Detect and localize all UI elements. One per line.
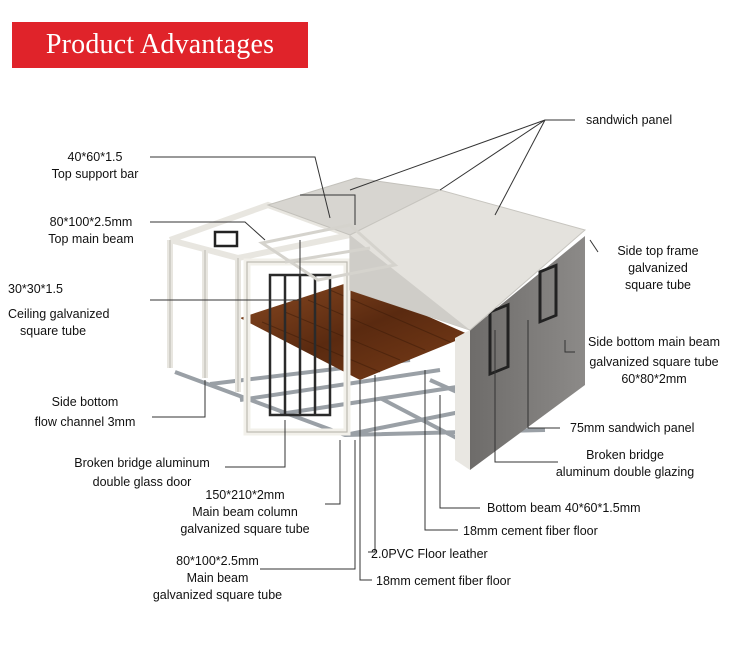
label-side-top-frame: Side top frame galvanized square tube: [617, 244, 699, 292]
label-sandwich-panel: sandwich panel: [586, 113, 673, 127]
label-top-support-bar: 40*60*1.5 Top support bar: [51, 150, 139, 181]
label-top-main-beam: 80*100*2.5mm Top main beam: [48, 215, 134, 246]
label-broken-bridge-glazing: Broken bridge aluminum double glazing: [555, 448, 695, 479]
label-broken-bridge-door: Broken bridge aluminum double glass door: [74, 456, 210, 489]
title-banner: Product Advantages: [12, 22, 308, 68]
label-side-bottom-main-beam: Side bottom main beam galvanized square …: [587, 335, 720, 386]
page-title: Product Advantages: [45, 29, 275, 60]
label-side-bottom-flow-channel: Side bottom flow channel 3mm: [34, 395, 136, 429]
label-main-beam-column: 150*210*2mm Main beam column galvanized …: [180, 488, 310, 536]
label-pvc-floor: 2.0PVC Floor leather: [371, 547, 488, 561]
label-ceiling-tube: 30*30*1.5 Ceiling galvanized square tube: [8, 282, 110, 338]
callout-lines: [150, 119, 599, 581]
label-main-beam: 80*100*2.5mm Main beam galvanized square…: [152, 554, 283, 602]
label-bottom-beam: Bottom beam 40*60*1.5mm: [487, 501, 641, 515]
label-cement-floor-a: 18mm cement fiber floor: [463, 524, 598, 538]
label-cement-floor-b: 18mm cement fiber floor: [376, 574, 511, 588]
label-sandwich-75: 75mm sandwich panel: [570, 421, 695, 435]
wood-floor: [240, 282, 470, 380]
